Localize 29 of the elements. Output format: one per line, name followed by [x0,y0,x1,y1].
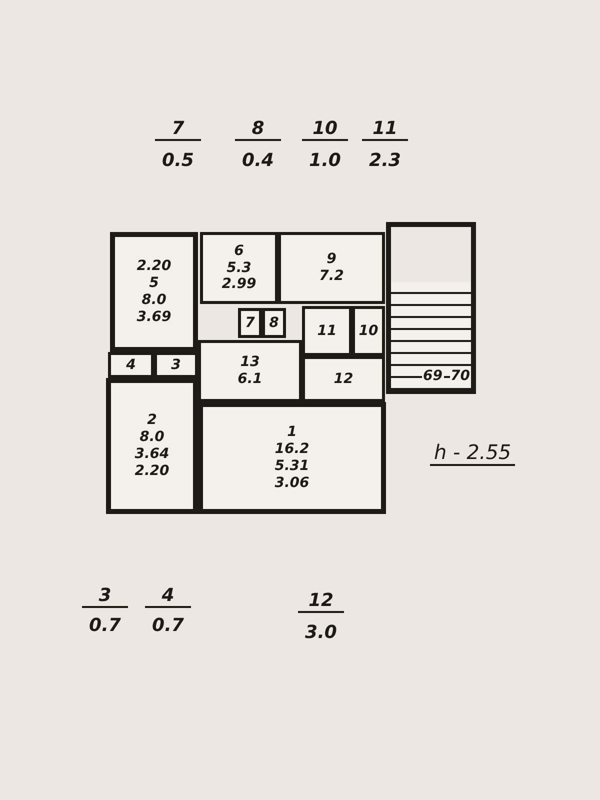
room-number: 4 [145,585,191,608]
ceiling-height-note: h - 2.55 [430,440,516,466]
room [154,352,198,378]
room-area: 0.4 [235,150,281,171]
room [278,232,385,304]
room-number: 11 [362,118,408,141]
stairwell [386,222,476,394]
room-area: 2.3 [362,150,408,171]
room [110,232,198,352]
room [108,352,154,378]
room [262,308,286,338]
room-number: 3 [82,585,128,608]
room [198,402,386,514]
room [302,356,385,402]
room [352,306,385,356]
room [238,308,262,338]
room [302,306,352,356]
room-area: 0.7 [82,615,128,636]
room-number: 10 [302,118,348,141]
room-number: 12 [298,590,344,613]
room-area: 0.5 [155,150,201,171]
room-number: 7 [155,118,201,141]
room-area: 1.0 [302,150,348,171]
room-area: 0.7 [145,615,191,636]
room [198,340,302,402]
room [200,232,278,304]
room-area: 3.0 [298,622,344,643]
room [106,378,198,514]
room-number: 8 [235,118,281,141]
